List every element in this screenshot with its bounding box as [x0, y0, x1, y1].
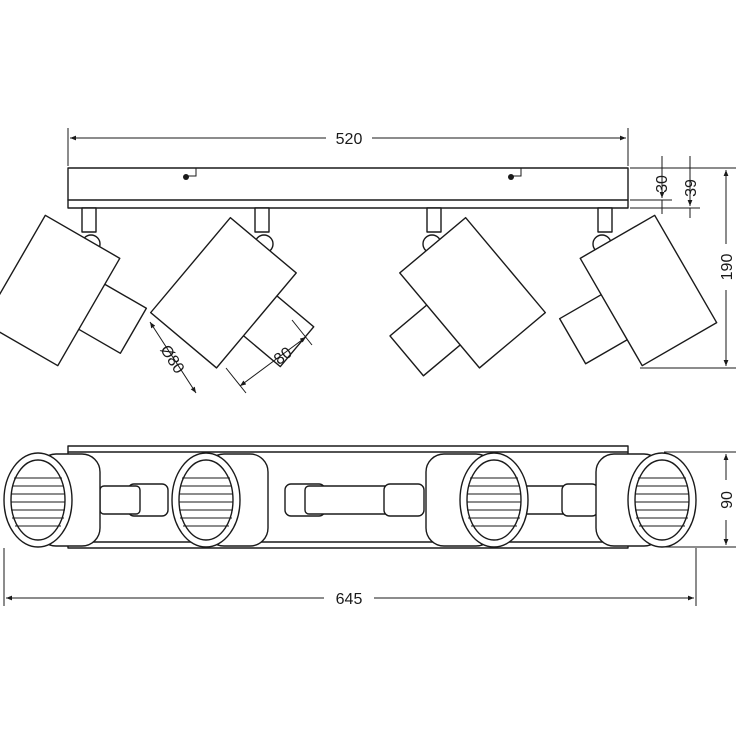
- spotlight-3-side: [389, 207, 547, 377]
- spotlight-1-bottom: [3, 452, 101, 548]
- rail-depth-label: 39: [683, 179, 700, 197]
- spotlight-4-side: [558, 207, 718, 367]
- dimension-total-length: 645: [3, 548, 697, 608]
- rail-height-label: 30: [654, 175, 671, 193]
- rail-length-label: 520: [336, 131, 363, 148]
- total-height-label: 190: [719, 254, 736, 281]
- mounting-rail: [67, 167, 629, 209]
- spotlight-2-bottom: [171, 452, 269, 548]
- total-depth-label: 90: [719, 491, 736, 509]
- dimension-total-height: 190: [640, 167, 736, 369]
- spotlight-4-bottom: [595, 452, 697, 548]
- dimension-rail-height: 30: [630, 156, 700, 214]
- spotlight-1-side: [0, 207, 148, 367]
- dimension-rail-length: 520: [67, 128, 629, 166]
- spotlight-3-bottom: [425, 452, 529, 548]
- bottom-view: 645 90: [3, 445, 736, 608]
- total-length-label: 645: [336, 591, 363, 608]
- side-elevation-view: 520 30 39 190 Ø80: [0, 128, 736, 394]
- dimension-rail-depth: 39: [683, 156, 700, 218]
- dimension-total-depth: 90: [664, 451, 736, 548]
